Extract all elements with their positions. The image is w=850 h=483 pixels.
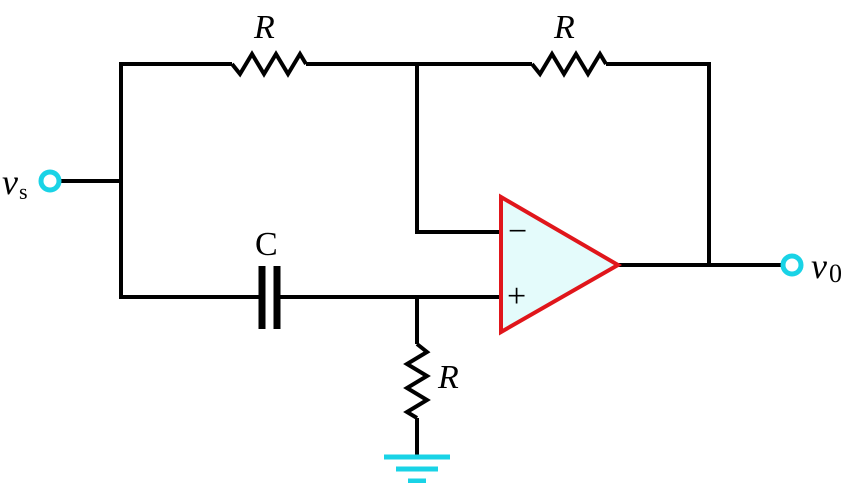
- resistor-top-right: [530, 50, 608, 78]
- output-terminal-circle-icon[interactable]: [780, 253, 804, 277]
- resistor-top-left: [230, 50, 308, 78]
- label-r-top-left: R: [253, 9, 275, 46]
- opamp-triangle: [499, 193, 623, 336]
- output-label-subscript: 0: [829, 259, 842, 288]
- input-terminal-circle-icon[interactable]: [38, 169, 62, 193]
- label-r-top-right: R: [553, 9, 575, 46]
- wires: [60, 50, 782, 456]
- label-r-bottom: R: [437, 359, 459, 396]
- opamp-plus-sign: +: [507, 278, 526, 315]
- input-label-main: v: [2, 162, 18, 202]
- resistor-bottom: [403, 342, 431, 420]
- output-label-main: v: [811, 246, 827, 286]
- input-label-subscript: s: [19, 179, 28, 204]
- opamp-minus-sign: −: [508, 213, 527, 250]
- label-capacitor: C: [255, 226, 278, 263]
- ground-icon: [384, 454, 450, 483]
